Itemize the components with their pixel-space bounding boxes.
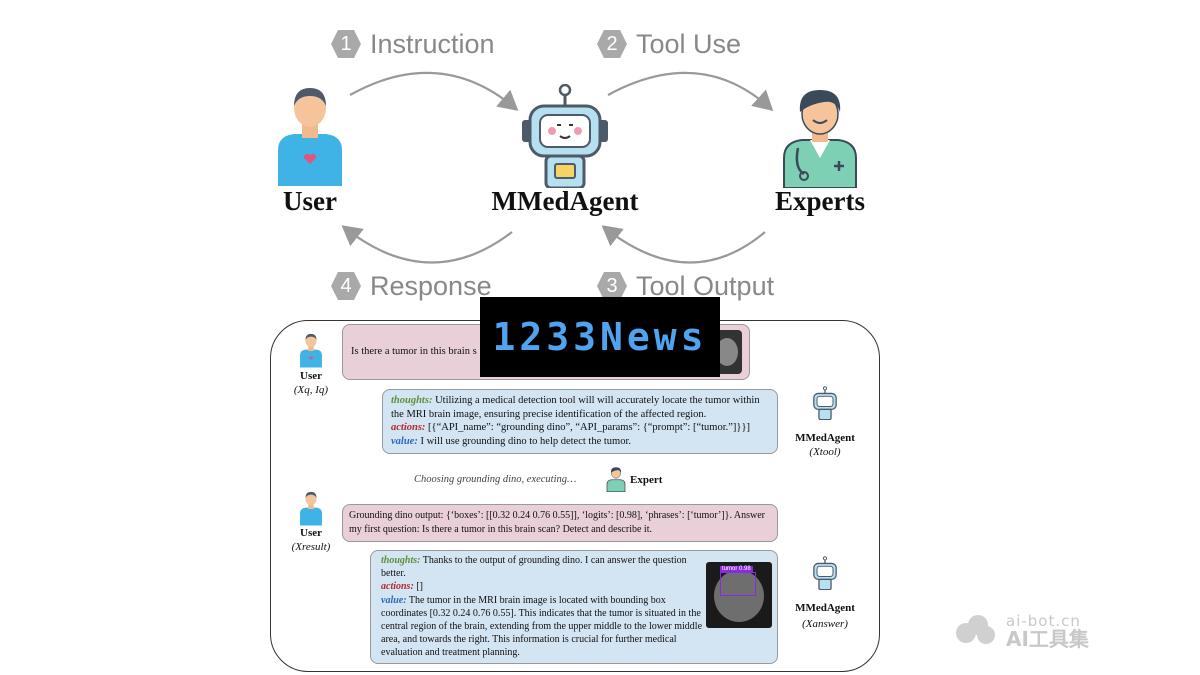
robot-icon (813, 386, 837, 420)
thoughts-text: Utilizing a medical detection tool will … (391, 395, 760, 420)
actions-key: actions: (381, 581, 414, 593)
watermark: ai-bot.cn AI工具集 (952, 612, 1089, 651)
cloud-logo-icon (956, 615, 995, 644)
thoughts-text: Thanks to the output of grounding dino. … (381, 555, 687, 580)
cycle-arrows (341, 71, 774, 264)
speaker-sub-label: (Xanswer) (802, 618, 848, 630)
actor-experts-label: Experts (775, 186, 865, 216)
arrow-response (341, 225, 513, 264)
robot-icon (813, 556, 837, 590)
arrow-instruction (349, 71, 519, 111)
hexagon-number-icon: 2 (596, 28, 628, 60)
actor-user-label: User (283, 186, 337, 216)
news-overlay-banner: 1233News (480, 297, 720, 377)
step-label: Response (370, 270, 492, 301)
value-text: The tumor in the MRI brain image is loca… (381, 594, 703, 659)
doctor-icon (606, 467, 626, 492)
speaker-agent-label: MMedAgent (795, 432, 855, 444)
arrow-tool-use (607, 71, 774, 111)
speaker-sub-label: (Xresult) (291, 541, 331, 553)
value-text: I will use grounding dino to help detect… (417, 435, 632, 447)
robot-icon (522, 84, 608, 188)
detection-box-label: tumor 0.98 (720, 566, 753, 572)
user-result-bubble: Grounding dino output: {‘boxes’: [[0.32 … (342, 504, 778, 542)
actor-agent-label: MMedAgent (491, 186, 639, 216)
watermark-name: AI工具集 (1006, 627, 1089, 651)
step-instruction: 1 Instruction (330, 28, 495, 60)
speaker-user-label: User (300, 527, 322, 539)
user-icon (300, 333, 322, 368)
step-label: Instruction (370, 28, 495, 59)
expert-label: Expert (630, 474, 663, 486)
actions-text: [{“API_name”: “grounding dino”, “API_par… (425, 422, 750, 433)
banner-text: 1233News (492, 315, 708, 359)
step-label: Tool Use (636, 28, 742, 59)
hexagon-number-icon: 1 (330, 28, 362, 60)
speaker-sub-label: (Xtool) (809, 446, 841, 458)
hexagon-number-icon: 4 (330, 270, 362, 302)
user-icon (300, 491, 322, 526)
agent-tool-bubble: thoughts: Utilizing a medical detection … (382, 389, 778, 454)
speaker-agent-label: MMedAgent (795, 602, 855, 614)
result-text: Grounding dino output: {‘boxes’: [[0.32 … (349, 510, 766, 535)
step-tool-output: 3 Tool Output (596, 270, 774, 302)
step-response: 4 Response (330, 270, 492, 302)
step-label: Tool Output (636, 270, 775, 301)
executing-text: Choosing grounding dino, executing… (414, 474, 577, 485)
arrow-tool-output (601, 225, 766, 264)
user-icon (278, 88, 342, 186)
doctor-icon (783, 90, 857, 188)
watermark-domain: ai-bot.cn (1006, 612, 1081, 630)
hexagon-number-icon: 3 (596, 270, 628, 302)
value-key: value: (381, 594, 407, 606)
speaker-sub-label: (Xq, Iq) (293, 384, 329, 396)
actions-key: actions: (391, 422, 426, 433)
thoughts-key: thoughts: (391, 395, 433, 406)
mri-result-image: tumor 0.98 (706, 562, 772, 628)
speaker-user-label: User (300, 370, 322, 382)
agent-answer-bubble: thoughts: Thanks to the output of ground… (370, 550, 778, 664)
thoughts-key: thoughts: (381, 555, 421, 566)
step-tool-use: 2 Tool Use (596, 28, 741, 60)
actions-text: [] (413, 581, 423, 593)
question-text: Is there a tumor in this brain s (351, 346, 477, 357)
value-key: value: (391, 435, 418, 447)
